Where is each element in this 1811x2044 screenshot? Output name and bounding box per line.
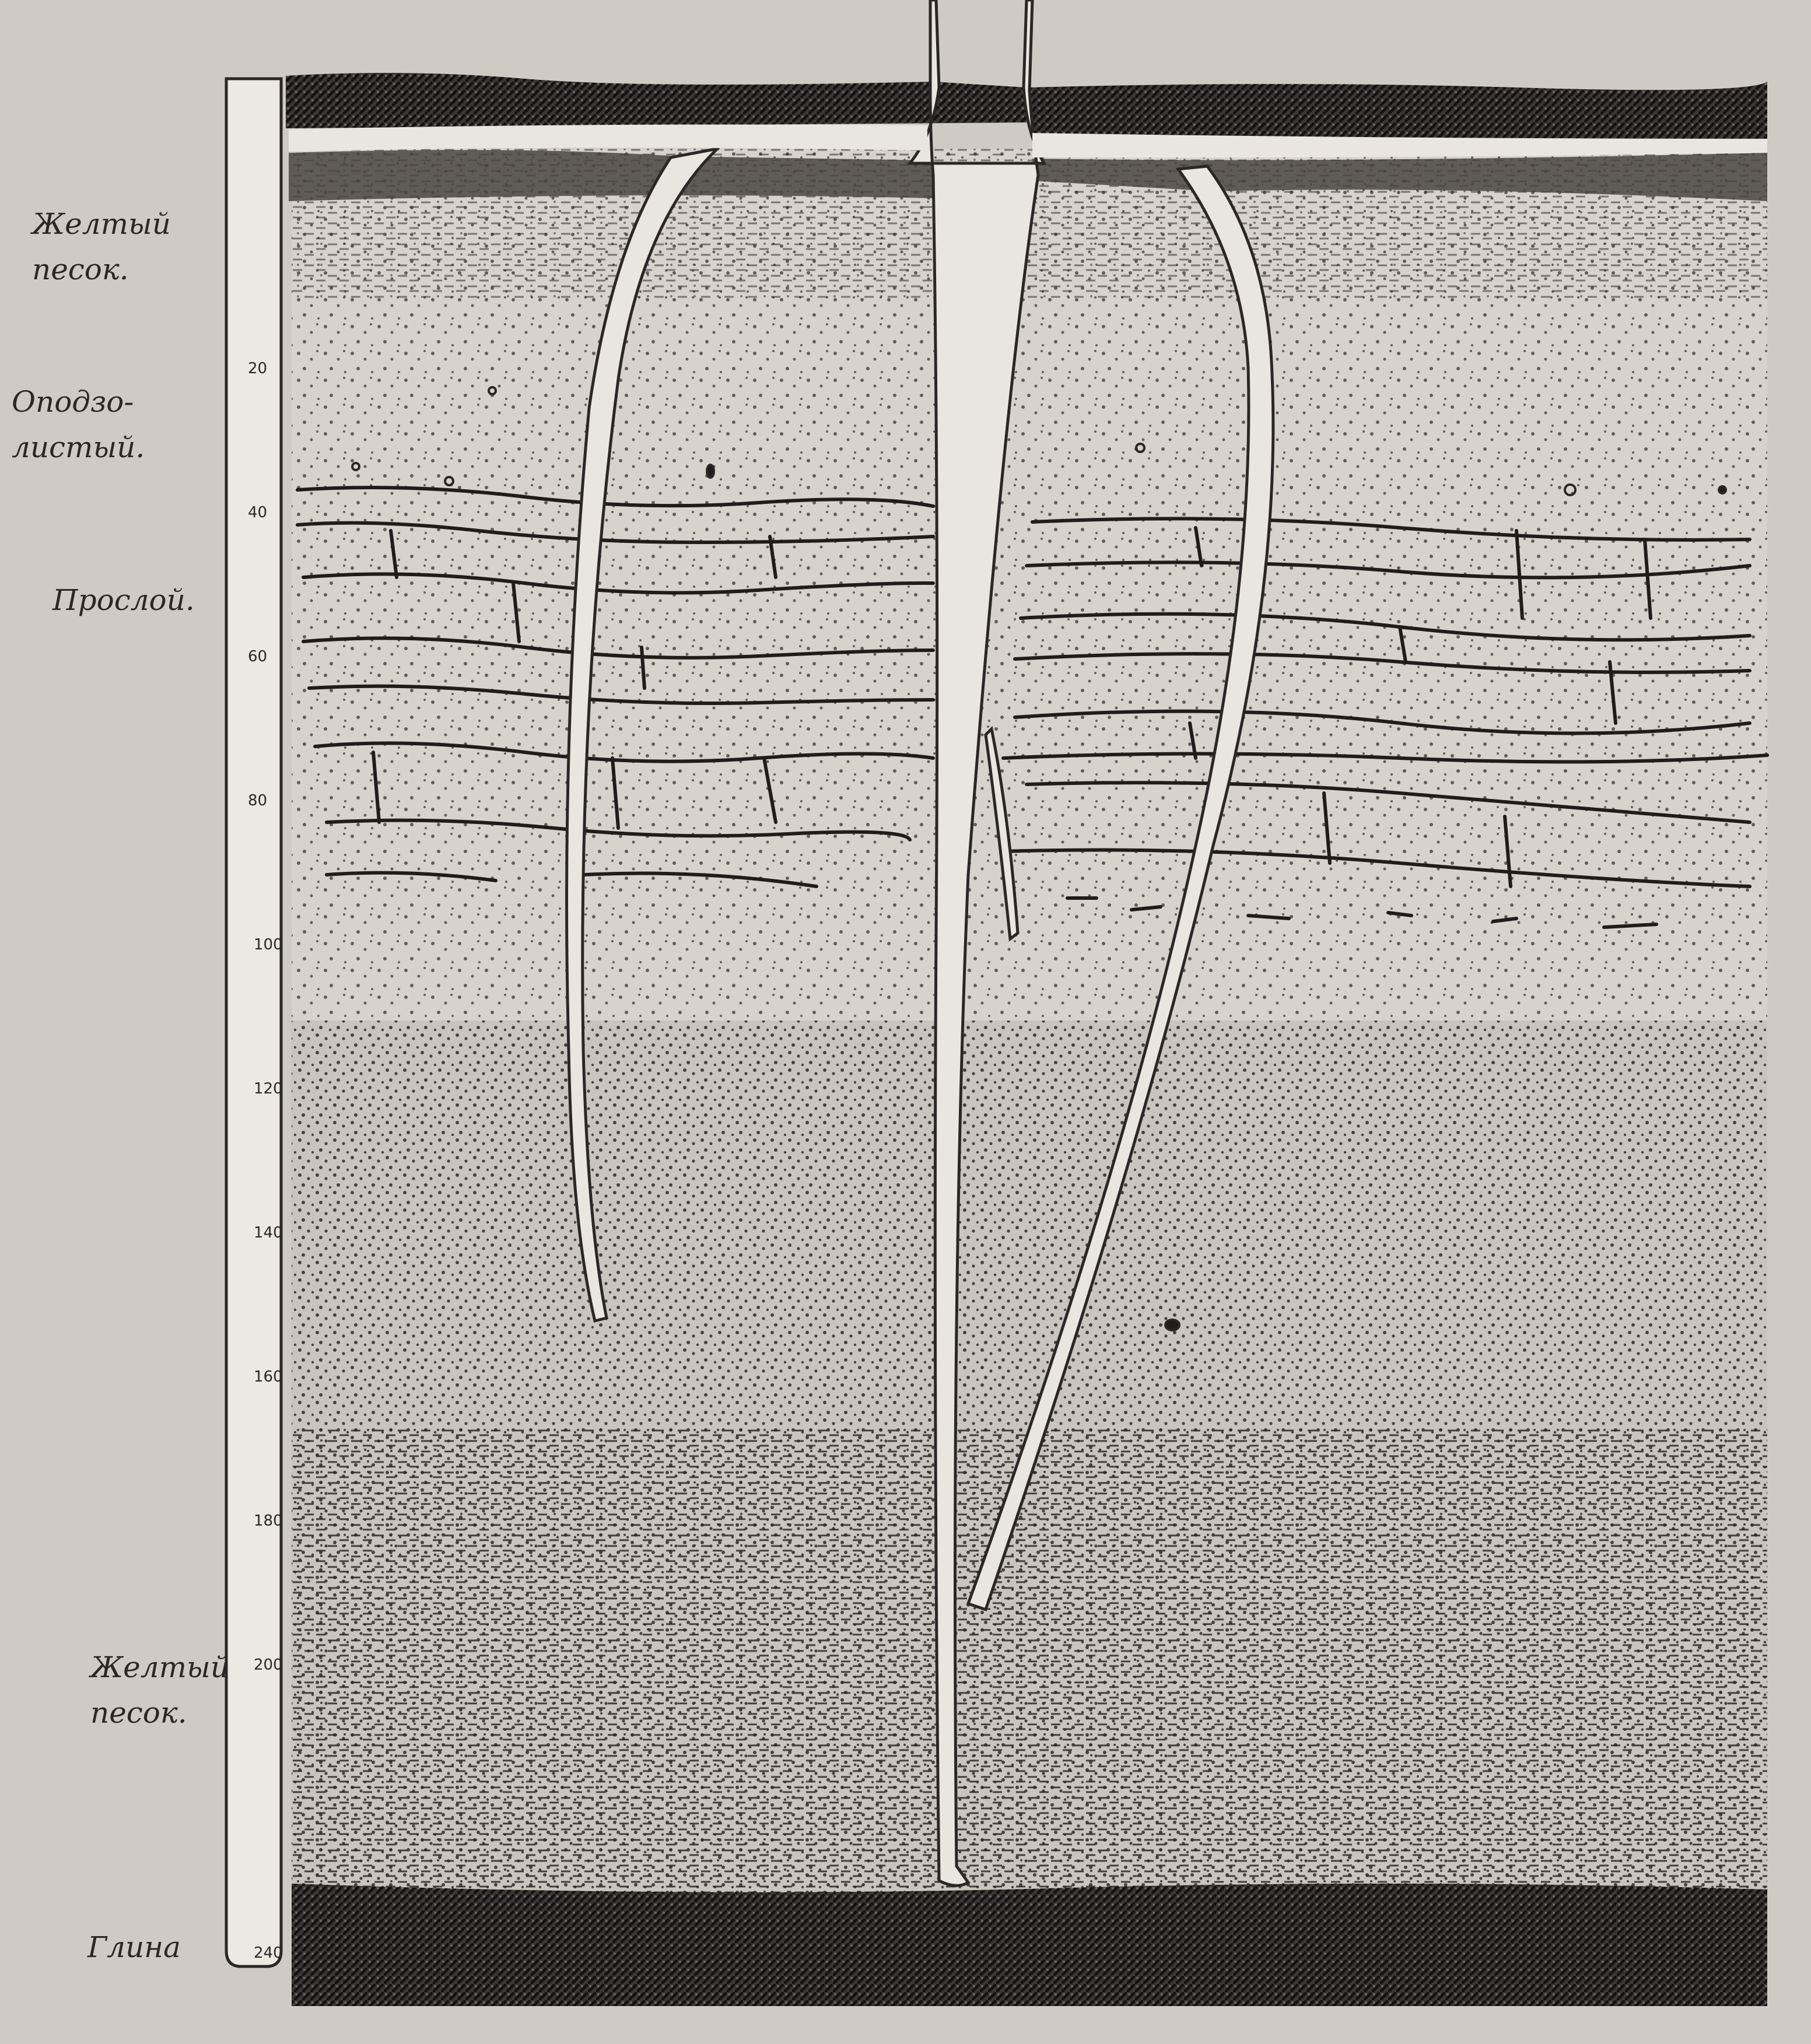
annotation-yellow-sand-bottom: Желтый песок.: [90, 1645, 229, 1736]
annotation-yellow-sand-top: Желтый песок.: [32, 201, 171, 292]
dark-inclusion: [1165, 1320, 1179, 1330]
dark-inclusion: [1719, 486, 1726, 493]
depth-tick-label: 60: [248, 648, 267, 665]
depth-tick-label: 120: [254, 1080, 283, 1098]
clay-layer: [292, 1884, 1767, 2006]
depth-tick-label: 240: [254, 1944, 283, 1962]
dark-inclusion: [707, 465, 714, 478]
depth-tick-label: 180: [254, 1512, 283, 1530]
annotation-podzolized: Оподзо- листый.: [12, 379, 145, 470]
depth-tick-label: 140: [254, 1224, 283, 1242]
annotation-clay: Глина: [87, 1924, 181, 1970]
annotation-ortstein: Прослой.: [52, 577, 195, 623]
soil-layers: [286, 73, 1767, 2006]
dashed-texture-deep: [292, 1429, 1767, 1895]
depth-scale: 20406080100120140160180200240260: [226, 79, 283, 2042]
depth-tick-label: 100: [254, 936, 283, 953]
depth-tick-label: 40: [248, 504, 267, 521]
depth-tick-label: 200: [254, 1656, 283, 1674]
depth-tick-label: 160: [254, 1368, 283, 1386]
humus-surface-layer: [286, 73, 1027, 128]
surface-gap: [289, 125, 927, 152]
depth-tick-label: 20: [248, 360, 267, 377]
depth-tick-label: 80: [248, 792, 267, 809]
